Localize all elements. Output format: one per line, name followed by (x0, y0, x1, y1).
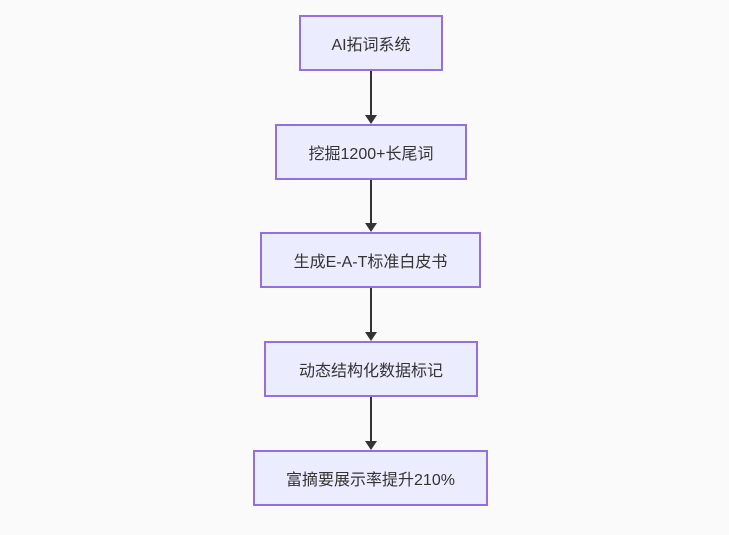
flowchart-node-longtail-mining: 挖掘1200+长尾词 (275, 124, 467, 180)
edge-line (370, 180, 372, 224)
flowchart-node-structured-data: 动态结构化数据标记 (264, 341, 478, 397)
edge-line (370, 71, 372, 116)
edge-line (370, 397, 372, 442)
flowchart-node-eat-whitepaper: 生成E-A-T标准白皮书 (260, 232, 481, 288)
arrowhead-down-icon (365, 115, 377, 124)
arrowhead-down-icon (365, 332, 377, 341)
flowchart-edge-1 (0, 71, 729, 124)
edge-line (370, 288, 372, 333)
flowchart-edge-3 (0, 288, 729, 341)
arrowhead-down-icon (365, 223, 377, 232)
node-label: 生成E-A-T标准白皮书 (293, 254, 448, 271)
node-label: 挖掘1200+长尾词 (308, 146, 434, 163)
flowchart-node-rich-snippet-rate: 富摘要展示率提升210% (253, 450, 488, 506)
flowchart-node-ai-expansion: AI拓词系统 (299, 15, 443, 71)
flowchart-edge-4 (0, 397, 729, 450)
arrowhead-down-icon (365, 441, 377, 450)
node-label: 富摘要展示率提升210% (286, 472, 455, 489)
flowchart-edge-2 (0, 180, 729, 232)
node-label: AI拓词系统 (331, 37, 411, 54)
node-label: 动态结构化数据标记 (298, 363, 443, 380)
